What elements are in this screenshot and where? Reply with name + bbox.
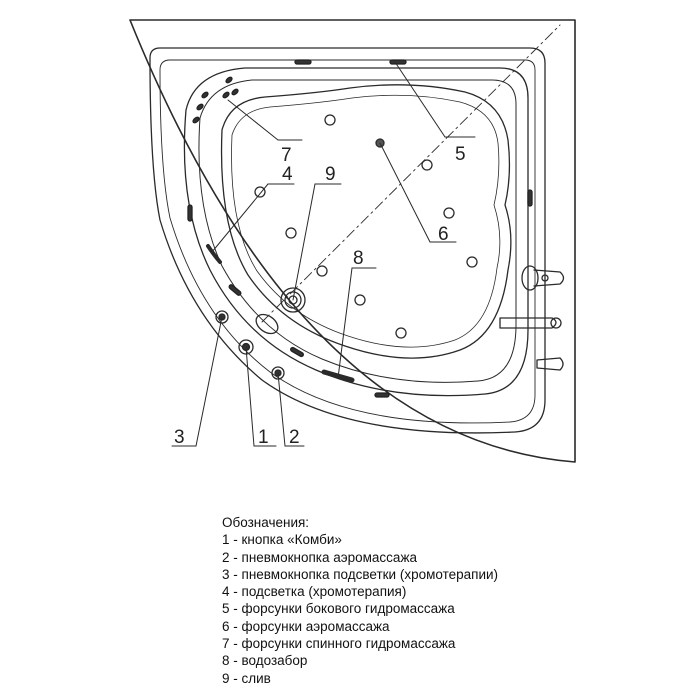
leader-lines [171, 61, 476, 447]
callout-6: 6 [438, 224, 449, 245]
callout-9: 9 [325, 164, 336, 185]
callout-7: 7 [281, 145, 292, 166]
bathtub-diagram: 7 5 4 9 6 8 3 1 2 [129, 19, 576, 463]
side-jets [187, 59, 533, 398]
diagonal-axis [261, 24, 561, 323]
legend-item: 8 - водозабор [222, 653, 308, 669]
legend-item: 9 - слив [222, 670, 271, 686]
callout-2: 2 [289, 427, 300, 448]
callout-3: 3 [174, 427, 185, 448]
legend-title: Обозначения: [222, 515, 310, 530]
legend-item: 6 - форсунки аэромассажа [222, 618, 390, 634]
callout-8: 8 [353, 248, 364, 269]
lighting-lamp [206, 244, 222, 264]
mixer-faucet [499, 265, 565, 371]
tub-rim [149, 47, 546, 434]
callout-5: 5 [455, 144, 466, 165]
bath-interior-outer [183, 67, 529, 397]
spinal-jets [192, 76, 239, 124]
callout-1: 1 [258, 427, 269, 448]
bath-inner-lobe [220, 84, 512, 359]
legend-item: 7 - форсунки спинного гидромассажа [222, 636, 456, 652]
tub-rim-inner [159, 59, 536, 424]
legend: Обозначения: 1 - кнопка «Комби» 2 - пнев… [222, 514, 682, 687]
bath-inner-lobe-line [231, 94, 501, 348]
drain [280, 287, 306, 313]
bath-interior-ring [198, 79, 517, 383]
button-aero [271, 366, 285, 380]
legend-item: 1 - кнопка «Комби» [222, 532, 342, 548]
legend-item: 4 - подсветка (хромотерапия) [222, 584, 407, 600]
callout-4: 4 [282, 164, 293, 185]
aero-jets [254, 114, 478, 339]
legend-item: 2 - пневмокнопка аэромассажа [222, 549, 417, 565]
legend-item: 5 - форсунки бокового гидромассажа [222, 601, 455, 617]
tub-outer-contour [129, 19, 576, 463]
legend-item: 3 - пневмокнопка подсветки (хромотерапии… [222, 566, 499, 582]
overflow-button [255, 313, 279, 335]
